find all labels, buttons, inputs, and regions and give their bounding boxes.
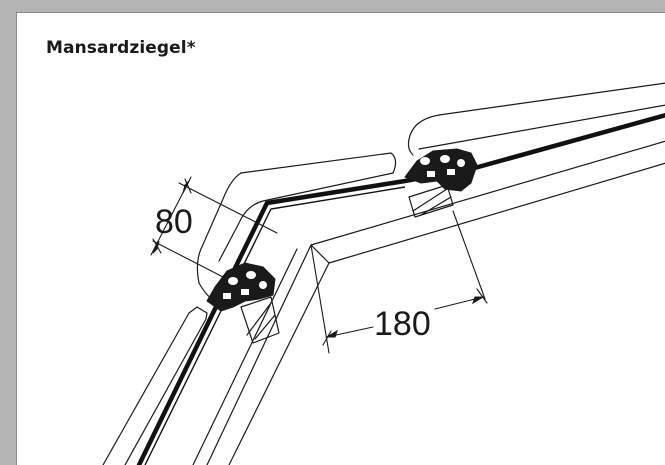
dimension-180 [310,210,488,354]
upper-rafter [310,140,665,264]
lower-rafter [192,244,330,465]
dimension-80 [150,176,278,278]
mansard-tile-section-drawing: 80 180 [102,82,665,465]
dimension-80-label: 80 [155,203,193,241]
clip-upper [404,148,478,192]
upper-tile [407,82,665,156]
drawing-title: Mansardziegel* [46,38,196,58]
underlay-line [136,112,665,465]
drawing-sheet: Mansardziegel* [16,12,665,465]
batten-upper [408,184,454,218]
lower-tile [102,306,208,465]
dimension-180-label: 180 [374,305,431,343]
batten-lower [240,296,280,344]
